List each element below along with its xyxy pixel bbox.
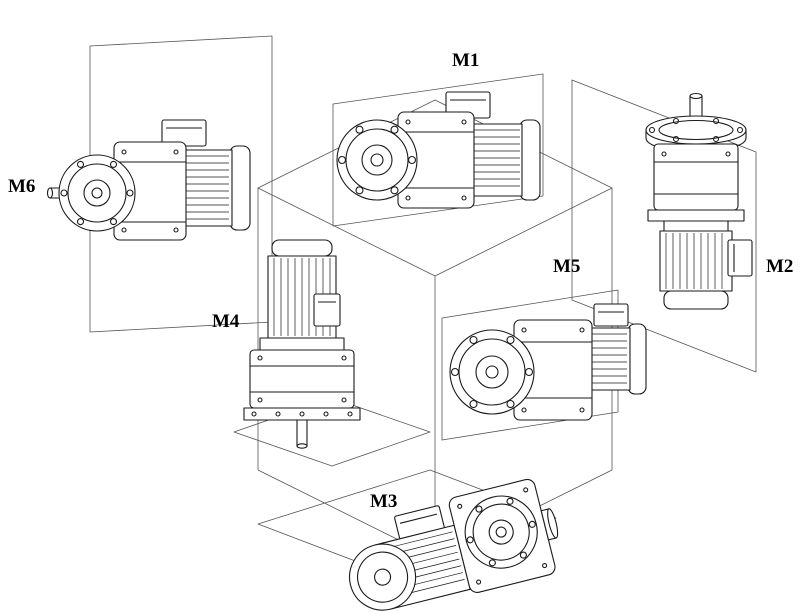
fan-cover <box>229 145 251 231</box>
mounting-plane-m3 <box>257 469 557 573</box>
position-labels: M1 M2 M3 M4 M5 M6 <box>8 50 793 512</box>
fan-cover <box>627 323 647 395</box>
terminal-box <box>593 303 629 327</box>
terminal-box <box>161 119 207 147</box>
terminal-box <box>727 239 753 277</box>
motor-body <box>589 327 631 391</box>
mounting-plane-m5 <box>441 289 619 441</box>
mounting-plane-m1 <box>332 73 544 227</box>
cooling-fins <box>665 233 723 289</box>
bolt-holes <box>337 125 417 195</box>
cooling-fins <box>592 333 627 384</box>
gearmotor-m1 <box>336 91 541 209</box>
fan-cover <box>663 290 729 310</box>
gear-housing <box>243 337 361 421</box>
fan-cover <box>519 119 541 201</box>
output-shaft <box>540 508 559 541</box>
label-m1: M1 <box>452 50 479 71</box>
output-shaft <box>296 419 308 449</box>
gearmotor-m6 <box>46 119 251 241</box>
gearmotor-m5 <box>449 303 647 421</box>
terminal-box <box>313 293 341 327</box>
motor-body <box>183 149 233 227</box>
cooling-fins <box>474 129 520 187</box>
gearmotor-m4 <box>243 239 361 449</box>
output-flange <box>58 154 136 232</box>
label-m6: M6 <box>8 176 35 197</box>
bolt-holes <box>251 411 353 417</box>
fan-cover <box>271 239 333 257</box>
bolt-holes <box>466 497 536 567</box>
motor-body <box>659 230 733 292</box>
cooling-fins <box>186 155 229 220</box>
bolt-holes <box>450 335 534 409</box>
label-m3: M3 <box>370 491 397 512</box>
output-flange <box>336 119 418 201</box>
output-flange <box>449 329 535 415</box>
motor-body <box>471 123 523 197</box>
label-m4: M4 <box>212 311 240 332</box>
gearmotor-m2 <box>645 92 753 310</box>
fan-end <box>349 543 417 611</box>
output-flange <box>464 495 538 569</box>
gear-housing <box>113 141 187 241</box>
label-m5: M5 <box>553 256 580 277</box>
gear-housing <box>647 143 745 232</box>
bolt-holes <box>60 160 134 226</box>
bolt-holes <box>648 117 744 143</box>
gearmotor-m3 <box>349 478 559 611</box>
label-m2: M2 <box>766 256 793 277</box>
